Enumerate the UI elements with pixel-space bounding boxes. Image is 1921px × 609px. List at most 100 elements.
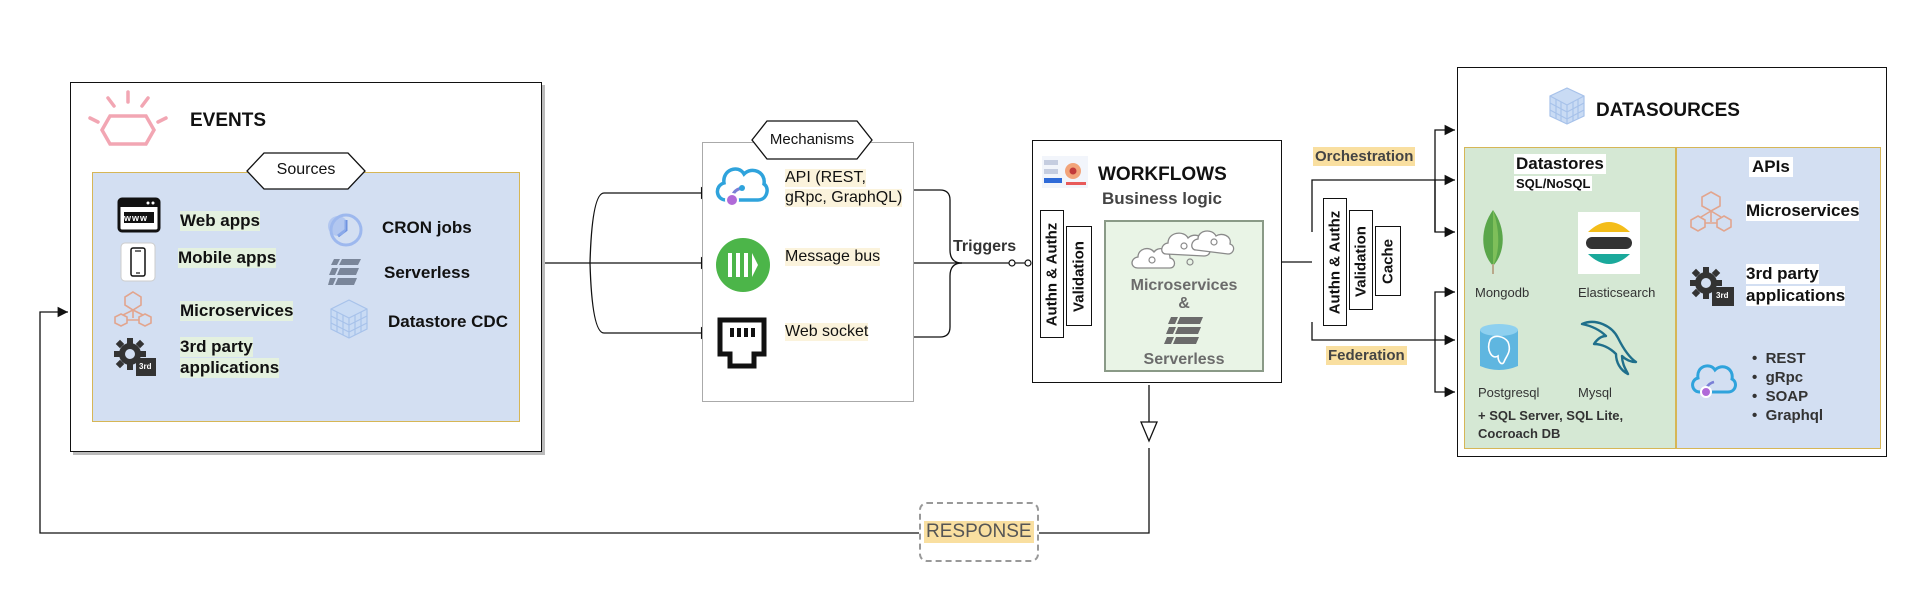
mech-web-socket: Web socket bbox=[785, 323, 869, 341]
event-mobile-apps: Mobile apps bbox=[178, 248, 277, 268]
api-cloud-icon bbox=[715, 167, 769, 207]
gear-3rd-badge: 3rd bbox=[139, 362, 152, 371]
protocol-graphql: Graphql bbox=[1765, 407, 1824, 424]
ds-postgresql: Postgresql bbox=[1478, 385, 1540, 400]
gw-authn-bar bbox=[1323, 198, 1347, 326]
event-datastore-cdc: Datastore CDC bbox=[388, 312, 508, 331]
ds-extra-line1: + SQL Server, SQL Lite, bbox=[1478, 408, 1624, 423]
cloud-gears-icon bbox=[1131, 230, 1235, 269]
federation-label: Federation bbox=[1326, 346, 1407, 365]
protocol-grpc-item: • gRpc bbox=[1752, 369, 1804, 386]
ibm-events-icon bbox=[88, 90, 168, 146]
edge-orch bbox=[1311, 174, 1455, 232]
edge-orch-down bbox=[1434, 180, 1455, 238]
datastores-title: Datastores bbox=[1514, 154, 1606, 174]
sources-label: Sources bbox=[276, 161, 336, 178]
workflow-icon bbox=[1042, 156, 1088, 188]
event-cron-jobs: CRON jobs bbox=[382, 218, 472, 237]
apis-3rd-line2: applications bbox=[1746, 286, 1846, 306]
serverless-icon bbox=[328, 259, 361, 285]
protocol-grpc: gRpc bbox=[1765, 369, 1804, 386]
edge-fed-up bbox=[1434, 286, 1455, 340]
edge-socket-out bbox=[912, 262, 963, 338]
triggers-label: Triggers bbox=[953, 238, 1017, 255]
protocol-soap: SOAP bbox=[1765, 388, 1809, 405]
edge-to-socket bbox=[589, 262, 712, 333]
protocol-graphql-item: • Graphql bbox=[1752, 407, 1824, 424]
response-label: RESPONSE bbox=[924, 521, 1034, 543]
apis-protocol-list: • REST • gRpc • SOAP • Graphql bbox=[1752, 349, 1823, 425]
apis-gear-3rd-badge: 3rd bbox=[1716, 291, 1729, 300]
wf-authn-bar bbox=[1040, 210, 1064, 338]
ds-elasticsearch: Elasticsearch bbox=[1578, 285, 1656, 300]
ds-mongodb: Mongodb bbox=[1475, 285, 1530, 300]
workflows-title: WORKFLOWS bbox=[1098, 164, 1227, 185]
mobile-icon bbox=[120, 242, 156, 282]
events-sources-panel bbox=[92, 172, 520, 422]
mechanisms-label: Mechanisms bbox=[769, 131, 855, 148]
wf-micro-label: Microservices bbox=[1130, 277, 1238, 294]
browser-icon-text: www bbox=[124, 213, 149, 223]
sources-hexagon bbox=[246, 152, 366, 190]
apis-microservices-icon bbox=[1690, 191, 1732, 232]
events-title: EVENTS bbox=[190, 110, 267, 131]
message-bus-icon bbox=[716, 238, 770, 292]
microservices-icon bbox=[114, 291, 152, 327]
gw-cache-label: Cache bbox=[1379, 238, 1397, 285]
protocol-rest-item: • REST bbox=[1752, 350, 1806, 367]
mysql-dolphin-icon bbox=[1580, 320, 1638, 376]
datastore-cube-icon bbox=[330, 299, 368, 339]
mech-api-line1: API (REST, bbox=[785, 169, 866, 187]
browser-icon bbox=[117, 197, 161, 233]
wf-amp-label: & bbox=[1178, 295, 1190, 312]
edge-fed-down bbox=[1434, 340, 1455, 398]
orchestration-label: Orchestration bbox=[1313, 147, 1416, 166]
apis-cloud-icon bbox=[1691, 364, 1737, 398]
ds-mysql: Mysql bbox=[1578, 385, 1612, 400]
edge-to-api bbox=[589, 193, 712, 264]
edge-fed bbox=[1311, 322, 1455, 346]
gw-validation-label: Validation bbox=[1352, 226, 1370, 297]
protocol-soap-item: • SOAP bbox=[1752, 388, 1809, 405]
gear-3rd-icon bbox=[114, 338, 156, 376]
gw-authn-label: Authn & Authz bbox=[1326, 210, 1344, 315]
datasources-cube-icon bbox=[1549, 87, 1585, 125]
workflows-subtitle: Business logic bbox=[1102, 189, 1222, 208]
event-3rd-party-line1: 3rd party bbox=[180, 337, 253, 357]
gw-cache-bar bbox=[1375, 226, 1401, 296]
wf-serverless-icon bbox=[1164, 317, 1203, 344]
apis-gear-3rd-icon bbox=[1690, 267, 1734, 306]
mongodb-icon bbox=[1483, 210, 1503, 274]
wf-serverless-label: Serverless bbox=[1143, 351, 1225, 368]
trigger-port bbox=[1024, 259, 1032, 267]
apis-title: APIs bbox=[1749, 157, 1793, 177]
edge-response-loop bbox=[39, 306, 1150, 534]
event-web-apps: Web apps bbox=[180, 211, 260, 231]
edge-api-out bbox=[912, 189, 963, 264]
datastores-subtitle: SQL/NoSQL bbox=[1514, 176, 1593, 191]
event-microservices: Microservices bbox=[180, 301, 294, 321]
wf-validation-label: Validation bbox=[1070, 241, 1088, 312]
cron-icon bbox=[328, 213, 363, 247]
trigger-junction bbox=[1008, 259, 1016, 267]
ds-extra-line2: Cocroach DB bbox=[1478, 426, 1561, 441]
datasources-title: DATASOURCES bbox=[1596, 100, 1740, 121]
response-arrowhead bbox=[1140, 421, 1158, 443]
gw-validation-bar bbox=[1349, 210, 1373, 310]
mech-api-line2: gRpc, GraphQL) bbox=[785, 189, 903, 207]
event-serverless: Serverless bbox=[384, 263, 471, 282]
wf-authn-label: Authn & Authz bbox=[1043, 222, 1061, 327]
mech-message-bus: Message bus bbox=[785, 248, 881, 266]
event-3rd-party-line2: applications bbox=[180, 358, 280, 378]
web-socket-icon bbox=[717, 317, 767, 369]
protocol-rest: REST bbox=[1765, 350, 1806, 367]
postgresql-icon bbox=[1480, 324, 1518, 370]
elasticsearch-icon bbox=[1578, 212, 1640, 274]
apis-3rd-line1: 3rd party bbox=[1746, 264, 1819, 284]
edge-orch-up bbox=[1434, 124, 1455, 232]
mechanisms-hexagon bbox=[751, 120, 873, 160]
datastores-panel bbox=[1464, 147, 1676, 449]
apis-microservices: Microservices bbox=[1746, 201, 1860, 221]
wf-validation-bar bbox=[1066, 226, 1092, 326]
